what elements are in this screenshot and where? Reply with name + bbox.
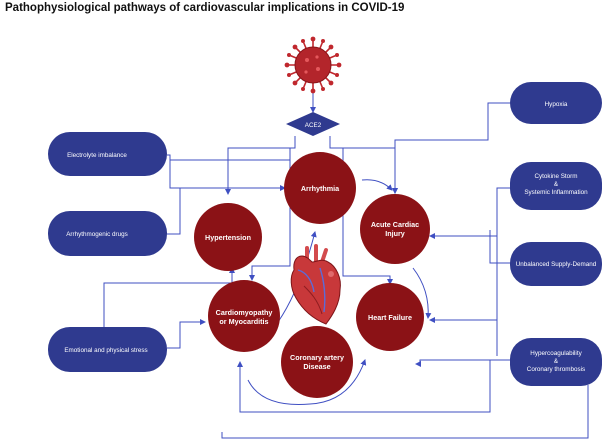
connector-lines: [103, 92, 589, 439]
box-hypercoag-line1: Hypercoagulability: [530, 350, 582, 357]
box-electrolyte-imbalance: Electrolyte imbalance: [48, 132, 167, 176]
box-electrolyte-label: Electrolyte imbalance: [67, 152, 127, 159]
box-cytokine-line1: Cytokine Storm: [534, 173, 577, 180]
circle-cardiomyopathy-line2: or Myocarditis: [219, 317, 268, 326]
box-cytokine-line3: Systemic Inflammation: [524, 189, 588, 196]
circle-cardiomyopathy-line1: Cardiomyopathy: [216, 308, 273, 317]
coronavirus-icon: [284, 36, 342, 94]
box-drugs-label: Arrhythmogenic drugs: [66, 231, 128, 238]
circle-coronary-line2: Disease: [303, 362, 330, 371]
circle-arrhythmia-label: Arrhythmia: [301, 184, 340, 193]
circle-acute-cardiac-injury: Acute Cardiac Injury: [360, 194, 430, 264]
circle-hypertension-label: Hypertension: [205, 233, 251, 242]
circle-arrhythmia: Arrhythmia: [284, 152, 356, 224]
circle-heart-failure: Heart Failure: [356, 283, 424, 351]
box-cytokine-storm: Cytokine Storm & Systemic Inflammation: [510, 162, 602, 210]
circle-coronary-artery-disease: Coronary artery Disease: [281, 326, 353, 398]
box-supply-demand-label: Unbalanced Supply-Demand: [516, 261, 597, 268]
box-hypoxia-label: Hypoxia: [545, 101, 568, 108]
box-hypercoag-line3: Coronary thrombosis: [527, 366, 585, 373]
ace2-node: ACE2: [286, 112, 340, 136]
box-hypercoagulability: Hypercoagulability & Coronary thrombosis: [510, 338, 602, 386]
box-emotional-physical-stress: Emotional and physical stress: [48, 327, 167, 372]
ace2-label: ACE2: [305, 122, 322, 129]
circle-heart-failure-label: Heart Failure: [368, 313, 412, 322]
box-unbalanced-supply-demand: Unbalanced Supply-Demand: [510, 242, 602, 286]
box-arrhythmogenic-drugs: Arrhythmogenic drugs: [48, 211, 167, 256]
circle-acute-injury-line2: Injury: [385, 229, 405, 238]
diagram-title: Pathophysiological pathways of cardiovas…: [5, 2, 405, 14]
box-cytokine-line2: &: [554, 181, 559, 188]
box-hypercoag-line2: &: [554, 358, 559, 365]
box-hypoxia: Hypoxia: [510, 82, 602, 124]
circle-hypertension: Hypertension: [194, 203, 262, 271]
anatomical-heart-icon: [290, 244, 341, 325]
circle-acute-injury-line1: Acute Cardiac: [371, 220, 419, 229]
circle-coronary-line1: Coronary artery: [290, 353, 344, 362]
box-stress-label: Emotional and physical stress: [64, 347, 147, 354]
circle-cardiomyopathy: Cardiomyopathy or Myocarditis: [208, 280, 280, 352]
